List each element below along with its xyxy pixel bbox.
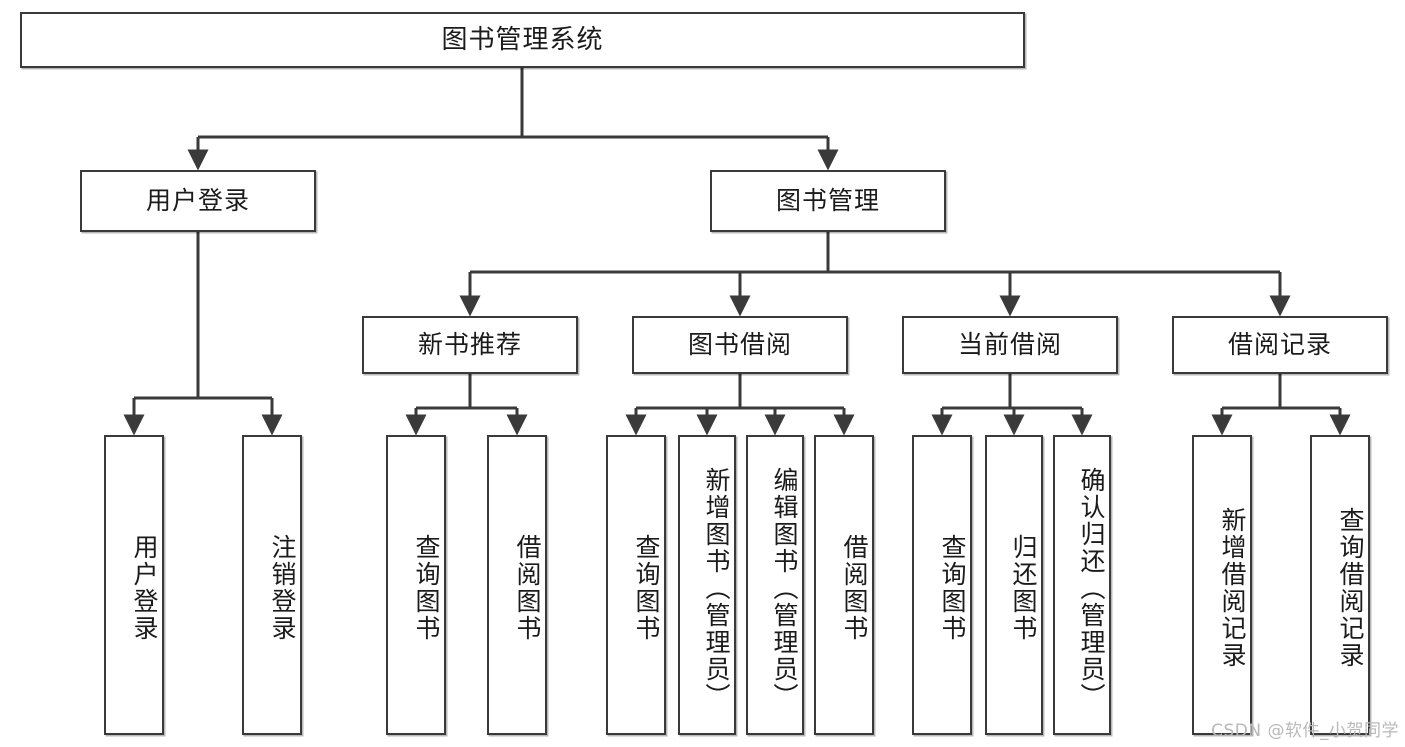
node-leaf-query-book-3-label: 查询图书 [938, 534, 967, 642]
node-leaf-return-book-label: 归还图书 [1009, 534, 1038, 642]
node-root-label: 图书管理系统 [441, 24, 604, 55]
node-leaf-borrow-book-1-label: 借阅图书 [513, 534, 542, 642]
node-leaf-borrow-book-2[interactable]: 借阅图书 [814, 435, 874, 735]
node-leaf-query-book-3[interactable]: 查询图书 [912, 435, 972, 735]
node-leaf-logout-label: 注销登录 [268, 534, 297, 642]
node-leaf-query-book-1-label: 查询图书 [412, 534, 441, 642]
node-book-borrow[interactable]: 图书借阅 [632, 316, 848, 374]
node-leaf-borrow-book-1[interactable]: 借阅图书 [487, 435, 547, 735]
node-leaf-add-book-label: 新增图书（管理员） [702, 466, 731, 710]
node-book-borrow-label: 图书借阅 [687, 330, 792, 360]
node-new-book-recommend-label: 新书推荐 [417, 330, 522, 360]
node-book-management-label: 图书管理 [775, 186, 880, 216]
node-leaf-query-book-2[interactable]: 查询图书 [606, 435, 666, 735]
node-new-book-recommend[interactable]: 新书推荐 [362, 316, 578, 374]
node-leaf-user-login-label: 用户登录 [130, 534, 159, 642]
node-leaf-query-record-label: 查询借阅记录 [1336, 507, 1365, 669]
node-current-borrow-label: 当前借阅 [957, 330, 1062, 360]
node-borrow-records[interactable]: 借阅记录 [1172, 316, 1388, 374]
node-leaf-borrow-book-2-label: 借阅图书 [840, 534, 869, 642]
node-user-login[interactable]: 用户登录 [80, 170, 316, 232]
node-current-borrow[interactable]: 当前借阅 [902, 316, 1118, 374]
node-leaf-add-record-label: 新增借阅记录 [1218, 507, 1247, 669]
node-leaf-user-login[interactable]: 用户登录 [104, 435, 164, 735]
node-root[interactable]: 图书管理系统 [20, 12, 1025, 68]
node-leaf-confirm-return[interactable]: 确认归还（管理员） [1053, 435, 1111, 735]
node-leaf-logout[interactable]: 注销登录 [242, 435, 302, 735]
node-leaf-edit-book-label: 编辑图书（管理员） [770, 466, 799, 710]
node-leaf-query-book-1[interactable]: 查询图书 [386, 435, 446, 735]
node-borrow-records-label: 借阅记录 [1227, 330, 1332, 360]
node-leaf-query-record[interactable]: 查询借阅记录 [1310, 435, 1370, 735]
node-user-login-label: 用户登录 [145, 186, 250, 216]
node-leaf-edit-book[interactable]: 编辑图书（管理员） [746, 435, 804, 735]
node-leaf-query-book-2-label: 查询图书 [632, 534, 661, 642]
node-leaf-return-book[interactable]: 归还图书 [985, 435, 1043, 735]
watermark-text: CSDN @软件_小贺同学 [1211, 721, 1399, 741]
node-leaf-add-record[interactable]: 新增借阅记录 [1192, 435, 1252, 735]
node-book-management[interactable]: 图书管理 [710, 170, 946, 232]
node-leaf-confirm-return-label: 确认归还（管理员） [1077, 466, 1106, 710]
node-leaf-add-book[interactable]: 新增图书（管理员） [678, 435, 736, 735]
